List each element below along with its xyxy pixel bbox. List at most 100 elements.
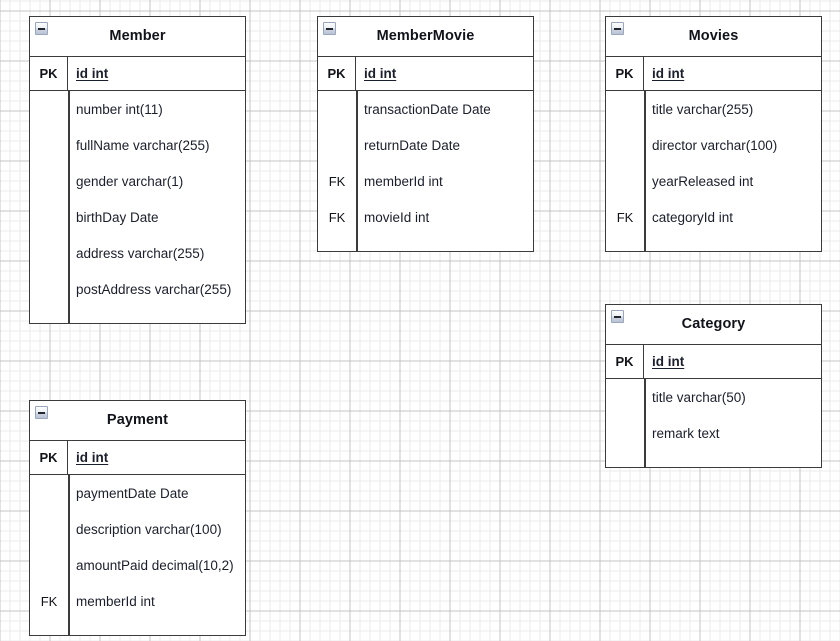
collapse-icon[interactable] (323, 22, 336, 35)
attribute-row[interactable]: returnDate Date (318, 127, 533, 163)
key-badge-fk: FK (328, 209, 346, 225)
key-badge-pk: PK (318, 57, 356, 90)
key-badge-fk: FK (616, 209, 634, 225)
attribute-row[interactable]: address varchar(255) (30, 235, 245, 271)
attribute-row[interactable]: amountPaid decimal(10,2) (30, 547, 245, 583)
attribute-field-label: transactionDate Date (364, 101, 491, 117)
entity-attributes-payment: paymentDate Date description varchar(100)… (30, 475, 245, 635)
attribute-row[interactable]: director varchar(100) (606, 127, 821, 163)
key-badge-empty (606, 163, 644, 199)
attribute-row[interactable]: remark text (606, 415, 821, 451)
entity-attributes-member: number int(11) fullName varchar(255) gende… (30, 91, 245, 323)
attribute-field-label: description varchar(100) (76, 521, 222, 537)
attribute-row[interactable]: fullName varchar(255) (30, 127, 245, 163)
attribute-row[interactable]: FK movieId int (318, 199, 533, 235)
key-badge-empty (30, 511, 68, 547)
key-badge-empty (30, 271, 68, 307)
key-badge-fk: FK (40, 593, 58, 609)
primary-key-field-label: id int (652, 354, 685, 369)
key-badge-empty (318, 91, 356, 127)
attribute-field-label: postAddress varchar(255) (76, 281, 232, 297)
attribute-row[interactable]: title varchar(50) (606, 379, 821, 415)
collapse-icon[interactable] (35, 22, 48, 35)
attribute-field-label: fullName varchar(255) (76, 137, 210, 153)
entity-name-label: Movies (688, 28, 739, 45)
key-badge-empty (30, 547, 68, 583)
column-divider (356, 91, 358, 251)
attribute-row[interactable]: FK memberId int (30, 583, 245, 619)
attribute-field-label: remark text (652, 425, 720, 441)
attribute-row[interactable]: postAddress varchar(255) (30, 271, 245, 307)
attribute-field-label: address varchar(255) (76, 245, 205, 261)
collapse-icon[interactable] (611, 310, 624, 323)
key-badge-empty (318, 127, 356, 163)
key-badge-empty (30, 475, 68, 511)
collapse-icon[interactable] (35, 406, 48, 419)
key-badge-empty (606, 379, 644, 415)
primary-key-row[interactable]: PK id int (30, 57, 245, 91)
key-badge-empty (606, 127, 644, 163)
attribute-field-label: returnDate Date (364, 137, 461, 153)
attribute-row[interactable]: transactionDate Date (318, 91, 533, 127)
key-badge-empty (30, 235, 68, 271)
key-badge-pk: PK (606, 345, 644, 378)
key-badge-pk: PK (606, 57, 644, 90)
entity-title-bar-payment[interactable]: Payment (30, 401, 245, 441)
attribute-row[interactable]: number int(11) (30, 91, 245, 127)
primary-key-row[interactable]: PK id int (606, 57, 821, 91)
key-badge-pk: PK (30, 441, 68, 474)
key-badge-empty (30, 127, 68, 163)
column-divider (68, 475, 70, 635)
entity-body-padding (606, 451, 821, 467)
attribute-field-label: amountPaid decimal(10,2) (76, 557, 234, 573)
entity-name-label: Payment (106, 412, 169, 429)
entity-body-padding (30, 307, 245, 323)
column-divider (68, 91, 70, 323)
key-badge-empty (30, 91, 68, 127)
entity-body-padding (606, 235, 821, 251)
key-badge-fk: FK (328, 173, 346, 189)
attribute-field-label: number int(11) (76, 101, 163, 117)
primary-key-field-label: id int (76, 450, 109, 465)
entity-name-label: Category (681, 316, 746, 333)
entity-title-bar-membermovie[interactable]: MemberMovie (318, 17, 533, 57)
attribute-field-label: categoryId int (652, 209, 734, 225)
attribute-field-label: memberId int (76, 593, 155, 609)
entity-body-padding (318, 235, 533, 251)
entity-name-label: Member (109, 28, 166, 45)
key-badge-pk: PK (30, 57, 68, 90)
entity-name-label: MemberMovie (376, 28, 475, 45)
attribute-row[interactable]: birthDay Date (30, 199, 245, 235)
attribute-row[interactable]: description varchar(100) (30, 511, 245, 547)
attribute-field-label: director varchar(100) (652, 137, 778, 153)
primary-key-row[interactable]: PK id int (606, 345, 821, 379)
attribute-row[interactable]: gender varchar(1) (30, 163, 245, 199)
primary-key-row[interactable]: PK id int (30, 441, 245, 475)
attribute-field-label: movieId int (364, 209, 430, 225)
attribute-row[interactable]: FK categoryId int (606, 199, 821, 235)
attribute-field-label: title varchar(50) (652, 389, 746, 405)
key-badge-empty (606, 415, 644, 451)
attribute-row[interactable]: title varchar(255) (606, 91, 821, 127)
attribute-field-label: yearReleased int (652, 173, 754, 189)
column-divider (644, 379, 646, 467)
entity-title-bar-member[interactable]: Member (30, 17, 245, 57)
entity-title-bar-movies[interactable]: Movies (606, 17, 821, 57)
primary-key-field-label: id int (652, 66, 685, 81)
attribute-row[interactable]: FK memberId int (318, 163, 533, 199)
attribute-field-label: paymentDate Date (76, 485, 189, 501)
attribute-field-label: memberId int (364, 173, 443, 189)
attribute-row[interactable]: yearReleased int (606, 163, 821, 199)
attribute-row[interactable]: paymentDate Date (30, 475, 245, 511)
entity-title-bar-category[interactable]: Category (606, 305, 821, 345)
primary-key-field-label: id int (76, 66, 109, 81)
collapse-icon[interactable] (611, 22, 624, 35)
attribute-field-label: birthDay Date (76, 209, 159, 225)
